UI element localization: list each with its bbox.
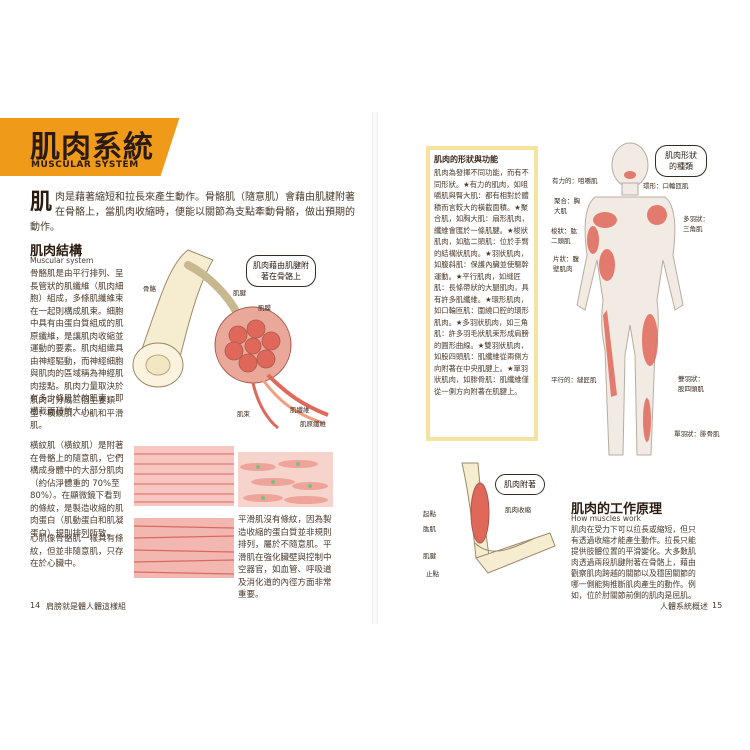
label-perimysium: 肌膜	[258, 304, 271, 312]
body-muscle-diagram	[576, 142, 684, 456]
right-running-title: 人體系統概述	[660, 602, 708, 611]
label-origin: 起點	[423, 510, 436, 518]
label-fascicle: 肌束	[237, 410, 250, 418]
label-contraction: 肌肉收縮	[505, 506, 531, 514]
skeletal-muscle-micrograph	[134, 446, 234, 578]
structure-para-2: 肌肉可分成三個主要類型：橫紋肌、心肌和平滑肌。	[30, 396, 124, 431]
label-orbicularis: 環形：口輪匝肌	[643, 182, 689, 190]
chapter-subtitle: MUSCULAR SYSTEM	[31, 160, 139, 170]
muscle-structure-illustration	[132, 249, 329, 430]
structure-para-4: 心肌像骨骼肌一樣具有條紋，但並非隨意肌，只存在於心臟中。	[30, 534, 124, 569]
label-tendon: 肌腱	[233, 289, 246, 297]
intro-paragraph: 肌 肉是藉著縮短和拉長來產生動作。骨骼肌（隨意肌）會藉由肌腱附著在骨骼上，當肌肉…	[30, 190, 355, 235]
label-brachialis: 肱肌	[423, 525, 436, 533]
label-bone: 骨骼	[143, 285, 156, 293]
intro-text: 肉是藉著縮短和拉長來產生動作。骨骼肌（隨意肌）會藉由肌腱附著在骨骼上，當肌肉收縮…	[30, 192, 356, 233]
chapter-title: 肌肉系統	[30, 130, 154, 165]
label-sartorius: 平行的：縫匠肌	[551, 376, 597, 384]
attachment-callout: 肌肉附著	[495, 474, 545, 495]
label-deltoid: 多羽狀：三角肌	[683, 215, 709, 233]
right-page-number: 15	[712, 601, 723, 610]
left-page-number: 14	[30, 601, 41, 610]
label-oblique: 片狀：腹壁肌肉	[553, 255, 579, 273]
label-myofibril: 肌原纖維	[300, 420, 326, 428]
chapter-banner: 肌肉系統 MUSCULAR SYSTEM	[0, 118, 200, 176]
arm-attachment-diagram	[461, 462, 556, 574]
structure-para-3: 橫紋肌（橫紋肌）是附著在骨骼上的隨意肌，它們構成身體中的大部分肌肉（約佔淨體重的…	[30, 441, 124, 539]
shapes-box-text: 肌肉為發揮不同功能，而有不同形狀。★有力的肌肉，如咀嚼肌與臀大肌：都有相對於體積…	[434, 168, 529, 396]
page-gutter	[372, 112, 378, 624]
structure-heading: 肌肉結構	[30, 244, 83, 259]
structure-para-1: 骨骼肌是由平行排列、呈長管狀的肌纖維（肌肉細胞）組成，多條肌纖維束在一起則構成肌…	[30, 269, 124, 417]
left-running-title: 肩膀就是體人體這樣組	[46, 602, 126, 611]
how-text: 肌肉在受力下可以拉長或縮短，但只有透過收縮才能產生動作。拉長只能提供肢體位置的平…	[571, 525, 696, 600]
label-attach-tendon: 肌腱	[423, 552, 436, 560]
how-heading: 肌肉的工作原理	[571, 502, 663, 517]
label-muscle-fiber: 肌纖維	[290, 406, 310, 414]
shapes-info-box: 肌肉的形狀與功能 肌肉為發揮不同功能，而有不同形狀。★有力的肌肉，如咀嚼肌與臀大…	[426, 146, 538, 441]
drop-cap: 肌	[30, 190, 53, 215]
structure-callout: 肌肉藉由肌腱附著在骨骼上	[246, 255, 316, 287]
label-pectoralis: 聚合：胸大肌	[554, 197, 580, 215]
shapes-box-title: 肌肉的形狀與功能	[434, 155, 498, 164]
label-masseter: 有力的：咀嚼肌	[552, 177, 598, 185]
how-heading-en: How muscles work	[571, 514, 641, 523]
structure-para-5: 平滑肌沒有條紋，因為製造收縮的蛋白質並非規則排列，屬於不隨意肌。平滑肌在強化臟壁…	[238, 515, 332, 600]
label-quadriceps: 雙羽狀：股四頭肌	[678, 375, 704, 393]
smooth-muscle-micrograph	[238, 452, 333, 507]
label-insertion: 止點	[426, 570, 439, 578]
label-peroneus: 單羽狀：腓骨肌	[674, 430, 720, 438]
body-callout: 肌肉形狀的種類	[655, 145, 707, 177]
label-biceps: 梭狀：肱二頭肌	[551, 227, 577, 245]
structure-heading-en: Muscular system	[30, 256, 94, 265]
